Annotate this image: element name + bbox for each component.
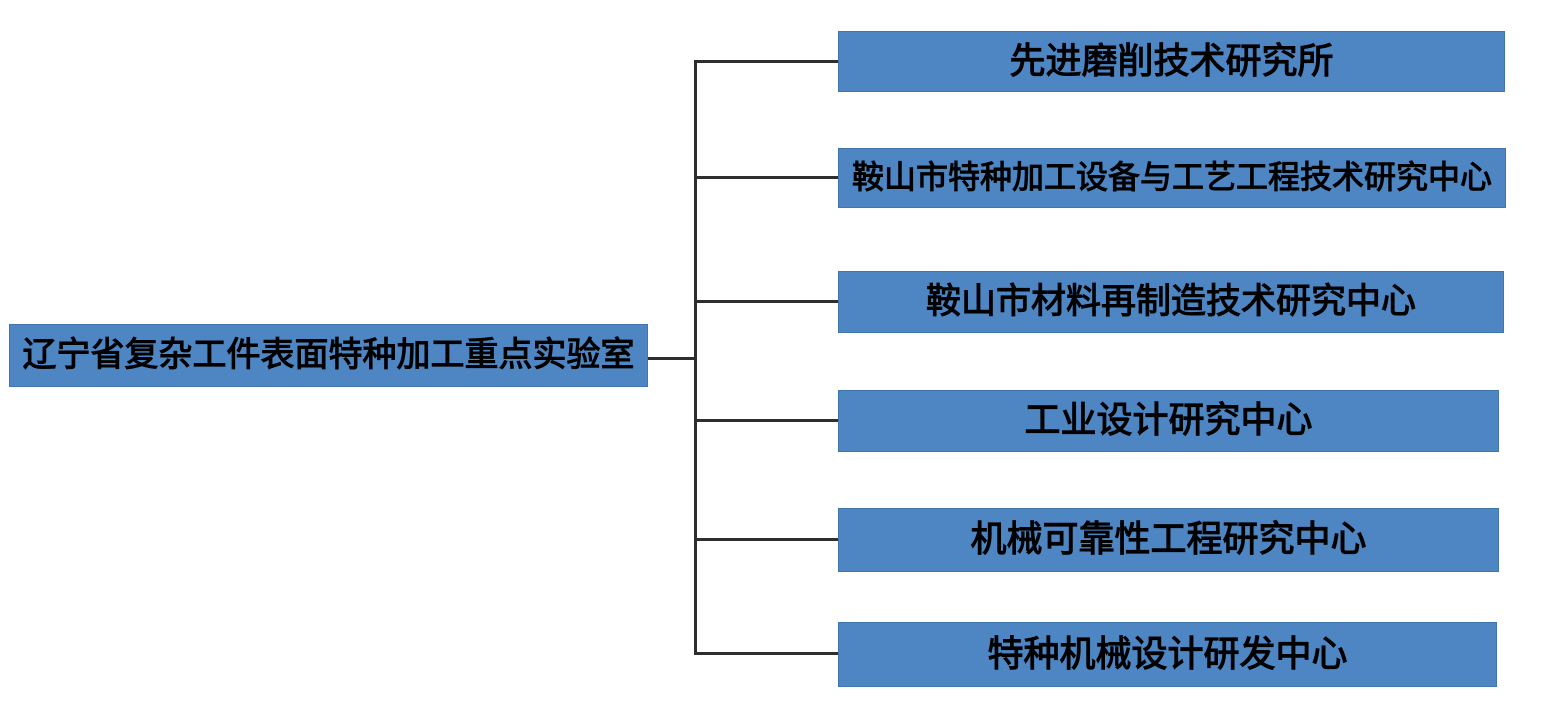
root-connector-line (648, 357, 694, 360)
branch-connector-line-3 (694, 300, 838, 303)
branch-connector-line-5 (694, 538, 838, 541)
root-node: 辽宁省复杂工件表面特种加工重点实验室 (9, 324, 648, 387)
child-node-5: 机械可靠性工程研究中心 (838, 508, 1499, 572)
child-node-4: 工业设计研究中心 (838, 390, 1499, 452)
child-node-3: 鞍山市材料再制造技术研究中心 (838, 271, 1504, 333)
branch-connector-line-2 (694, 176, 838, 179)
branch-connector-line-1 (694, 60, 838, 63)
child-node-1: 先进磨削技术研究所 (838, 31, 1505, 92)
child-node-6: 特种机械设计研发中心 (838, 622, 1497, 687)
branch-connector-line-4 (694, 419, 838, 422)
branch-connector-line-6 (694, 652, 838, 655)
spine-connector-line (694, 60, 697, 655)
child-node-2: 鞍山市特种加工设备与工艺工程技术研究中心 (838, 148, 1506, 208)
